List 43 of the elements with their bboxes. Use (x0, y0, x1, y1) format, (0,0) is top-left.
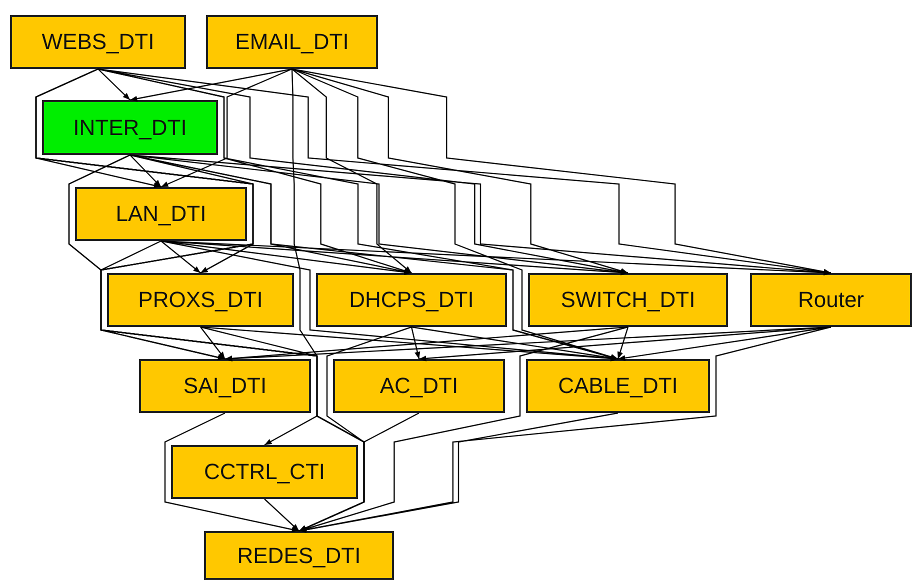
node-label: PROXS_DTI (138, 287, 263, 313)
node-box (204, 531, 394, 580)
arrow (418, 326, 832, 362)
arrow (130, 154, 618, 360)
node-label: SAI_DTI (183, 373, 267, 399)
node-label: REDES_DTI (237, 542, 361, 568)
arrow (292, 68, 618, 360)
arrow (292, 68, 412, 274)
arrow (618, 326, 832, 361)
node-label: Router (798, 287, 864, 313)
node-label: DHCPS_DTI (349, 287, 474, 313)
node-box (75, 187, 247, 241)
arrow (410, 326, 420, 360)
node-label: INTER_DTI (73, 114, 187, 140)
arrow (130, 154, 254, 274)
node-box (206, 15, 378, 69)
node-label: EMAIL_DTI (235, 29, 349, 55)
node-box (10, 15, 186, 69)
node-label: CCTRL_CTI (204, 459, 325, 485)
node-box (528, 273, 728, 327)
node-box (139, 359, 311, 413)
arrow (130, 68, 292, 102)
arrow (164, 412, 300, 532)
arrow (160, 240, 201, 274)
node-label: AC_DTI (380, 373, 458, 399)
node-box (42, 100, 218, 155)
node-box (171, 445, 358, 499)
arrow (98, 68, 130, 100)
node-label: CABLE_DTI (558, 373, 678, 399)
node-box (316, 273, 507, 327)
node-label: LAN_DTI (116, 201, 206, 227)
node-box (107, 273, 294, 327)
node-box (333, 359, 505, 413)
arrow (200, 326, 226, 360)
node-box (750, 273, 912, 327)
node-box (526, 359, 710, 413)
node-label: SWITCH_DTI (560, 287, 696, 313)
arrow (160, 68, 292, 188)
arrow (130, 154, 162, 188)
node-label: WEBS_DTI (42, 29, 154, 55)
arrow (264, 498, 300, 532)
arrow (617, 326, 629, 360)
arrow (298, 412, 420, 532)
